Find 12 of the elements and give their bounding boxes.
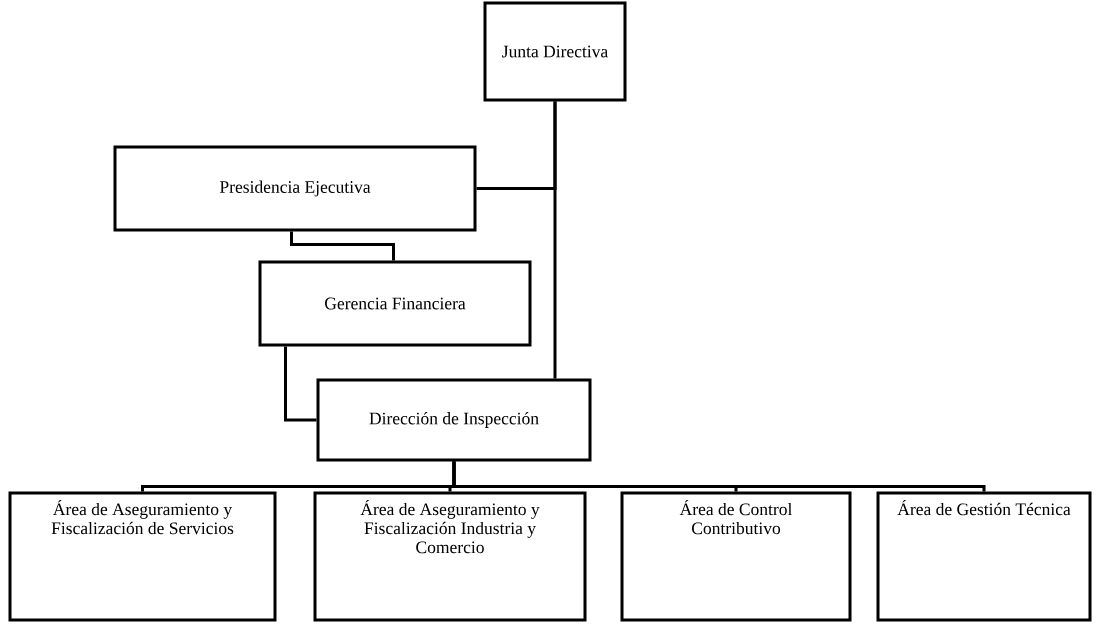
org-box: Área de Aseguramiento y Fiscalización de Servicios [8,491,277,622]
org-box: Área de Control Contributivo [620,491,852,622]
org-box: Área de Aseguramiento y Fiscalización Industria y Comercio [313,491,587,622]
org-box: Presidencia Ejecutiva [113,145,477,232]
org-box: Gerencia Financiera [258,260,532,347]
connector-line [290,231,395,261]
connector-line [553,101,557,379]
org-box: Dirección de Inspección [316,378,592,462]
org-box: Área de Gestión Técnica [876,491,1092,622]
org-box: Junta Directiva [483,1,627,102]
connector-line [284,346,317,422]
connector-line [452,461,986,492]
